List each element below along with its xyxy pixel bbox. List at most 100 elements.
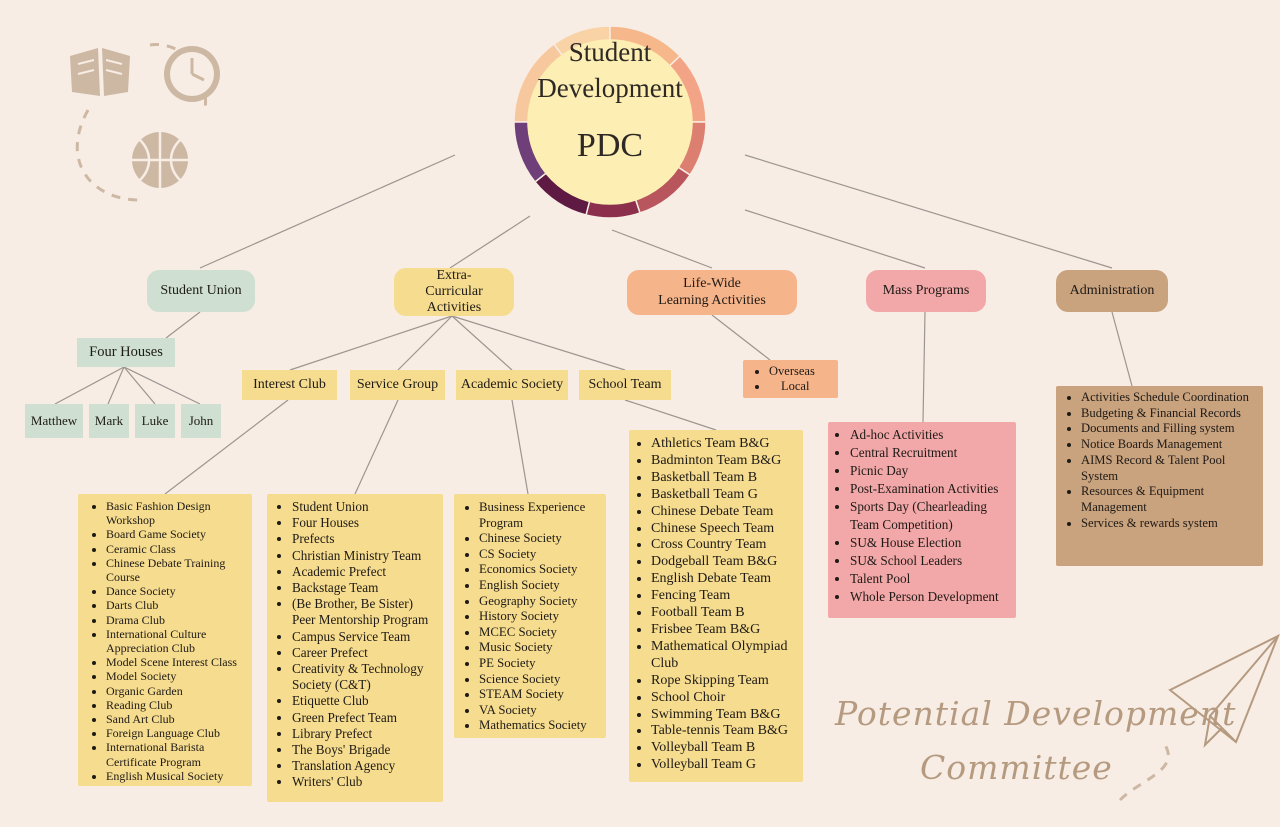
interest-club-item: Basic Fashion Design Workshop [106, 499, 248, 527]
administration-item: AIMS Record & Talent Pool System [1081, 453, 1259, 484]
center-line-2: Development [537, 73, 683, 103]
academic-society-item: Geography Society [479, 594, 602, 610]
interest-club-item: Foreign Language Club [106, 726, 248, 740]
school-team-item: School Choir [651, 690, 799, 707]
service-group-item: Christian Ministry Team [292, 548, 439, 564]
house-matthew: Matthew [25, 404, 83, 438]
service-group-list: Student UnionFour HousesPrefectsChristia… [267, 494, 443, 802]
interest-club-item: Ceramic Class [106, 542, 248, 556]
mass-program-item: SU& School Leaders [850, 552, 1012, 570]
administration-item: Activities Schedule Coordination [1081, 390, 1259, 406]
eca-academic-society: Academic Society [456, 370, 568, 400]
service-group-item: Student Union [292, 499, 439, 515]
house-john: John [181, 404, 221, 438]
mass-program-item: Talent Pool [850, 570, 1012, 588]
lwl-list: Overseas Local [743, 360, 838, 398]
service-group-item: Prefects [292, 531, 439, 547]
academic-society-item: VA Society [479, 703, 602, 719]
academic-society-item: English Society [479, 578, 602, 594]
academic-society-item: MCEC Society [479, 625, 602, 641]
school-team-item: Dodgeball Team B&G [651, 554, 799, 571]
branding-line-2: Committee [920, 748, 1113, 787]
service-group-item: The Boys' Brigade [292, 742, 439, 758]
center-pdc: PDC [576, 127, 644, 164]
mass-program-item: SU& House Election [850, 534, 1012, 552]
academic-society-item: Music Society [479, 640, 602, 656]
academic-society-item: Business Experience Program [479, 500, 602, 531]
house-luke: Luke [135, 404, 175, 438]
school-team-item: Swimming Team B&G [651, 707, 799, 724]
interest-club-list: Basic Fashion Design WorkshopBoard Game … [78, 494, 252, 786]
service-group-item: Creativity & Technology Society (C&T) [292, 661, 439, 693]
school-team-item: Frisbee Team B&G [651, 622, 799, 639]
administration-item: Budgeting & Financial Records [1081, 406, 1259, 422]
lwl-item: Overseas [769, 364, 834, 379]
administration-item: Documents and Filling system [1081, 421, 1259, 437]
branding-line-1: Potential Development [835, 694, 1237, 733]
interest-club-item: Board Game Society [106, 527, 248, 541]
interest-club-item: Model Scene Interest Class [106, 655, 248, 669]
academic-society-item: PE Society [479, 656, 602, 672]
service-group-item: (Be Brother, Be Sister) Peer Mentorship … [292, 596, 439, 628]
academic-society-item: STEAM Society [479, 687, 602, 703]
service-group-item: Etiquette Club [292, 693, 439, 709]
administration-item: Notice Boards Management [1081, 437, 1259, 453]
eca-interest-club: Interest Club [242, 370, 337, 400]
interest-club-item: Reading Club [106, 698, 248, 712]
house-mark: Mark [89, 404, 129, 438]
interest-club-item: Sand Art Club [106, 712, 248, 726]
school-team-item: Badminton Team B&G [651, 453, 799, 470]
category-lwl: Life-Wide Learning Activities [627, 270, 797, 315]
school-team-item: English Debate Team [651, 571, 799, 588]
interest-club-item: Darts Club [106, 598, 248, 612]
center-title: Student Development [520, 34, 700, 106]
center-line-1: Student [568, 37, 652, 67]
interest-club-item: Model Society [106, 669, 248, 683]
academic-society-item: Economics Society [479, 562, 602, 578]
interest-club-item: English Musical Society [106, 769, 248, 783]
school-team-item: Football Team B [651, 605, 799, 622]
interest-club-item: International Culture Appreciation Club [106, 627, 248, 655]
school-team-item: Basketball Team G [651, 487, 799, 504]
academic-society-item: Science Society [479, 672, 602, 688]
mass-program-item: Central Recruitment [850, 444, 1012, 462]
academic-society-list: Business Experience ProgramChinese Socie… [454, 494, 606, 738]
service-group-item: Career Prefect [292, 645, 439, 661]
academic-society-item: History Society [479, 609, 602, 625]
category-student-union: Student Union [147, 270, 255, 312]
interest-club-item: Drama Club [106, 613, 248, 627]
school-team-item: Volleyball Team B [651, 740, 799, 757]
service-group-item: Four Houses [292, 515, 439, 531]
school-team-item: Rope Skipping Team [651, 673, 799, 690]
academic-society-item: Chinese Society [479, 531, 602, 547]
school-team-item: Table-tennis Team B&G [651, 723, 799, 740]
category-eca: Extra-Curricular Activities [394, 268, 514, 316]
school-team-item: Cross Country Team [651, 537, 799, 554]
school-team-item: Mathematical Olympiad Club [651, 639, 799, 673]
interest-club-item: Chinese Debate Training Course [106, 556, 248, 584]
service-group-item: Library Prefect [292, 726, 439, 742]
mass-program-item: Sports Day (Chearleading Team Competitio… [850, 498, 1012, 534]
administration-item: Resources & Equipment Management [1081, 484, 1259, 515]
mass-program-item: Post-Examination Activities [850, 480, 1012, 498]
service-group-item: Green Prefect Team [292, 710, 439, 726]
category-administration: Administration [1056, 270, 1168, 312]
service-group-item: Writers' Club [292, 774, 439, 790]
service-group-item: Backstage Team [292, 580, 439, 596]
mass-program-item: Ad-hoc Activities [850, 426, 1012, 444]
interest-club-item: International Barista Certificate Progra… [106, 740, 248, 768]
eca-service-group: Service Group [350, 370, 445, 400]
school-team-list: Athletics Team B&GBadminton Team B&G Bask… [629, 430, 803, 782]
lwl-item: Local [769, 379, 834, 394]
academic-society-item: Mathematics Society [479, 718, 602, 734]
academic-society-item: CS Society [479, 547, 602, 563]
service-group-item: Campus Service Team [292, 629, 439, 645]
category-mass-programs: Mass Programs [866, 270, 986, 312]
school-team-item: Chinese Speech Team [651, 521, 799, 538]
eca-school-team: School Team [579, 370, 671, 400]
school-team-item: Athletics Team B&G [651, 436, 799, 453]
school-team-item: Fencing Team [651, 588, 799, 605]
mass-program-item: Picnic Day [850, 462, 1012, 480]
